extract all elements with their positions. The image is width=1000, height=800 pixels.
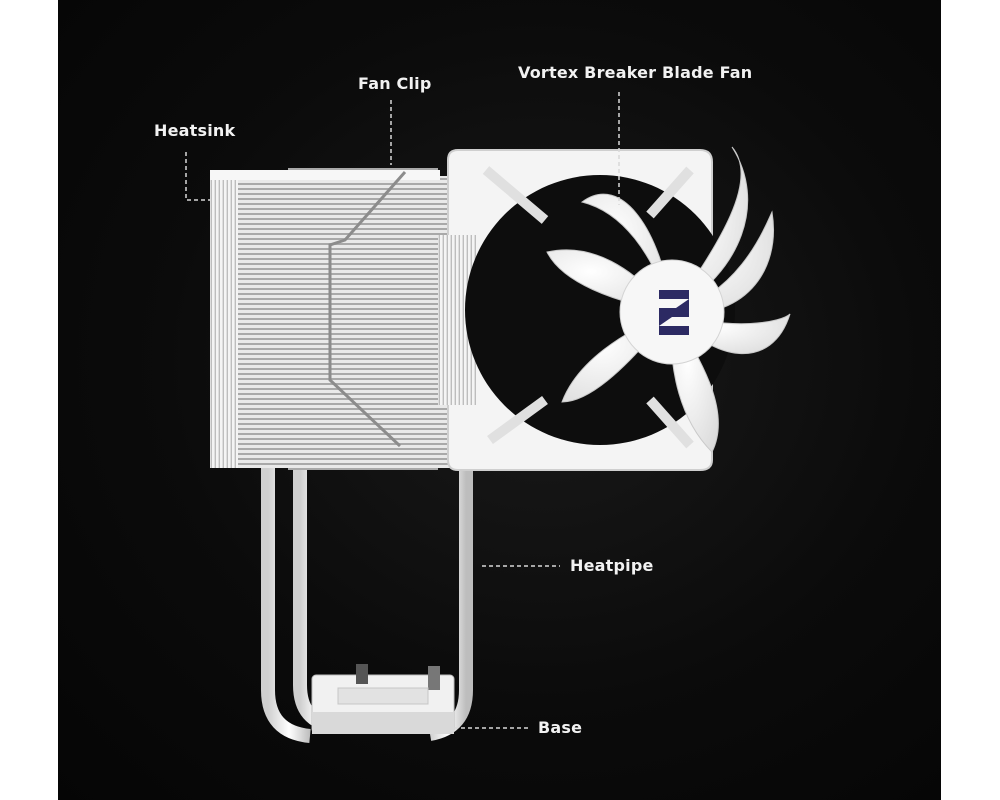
label-base: Base — [538, 718, 583, 737]
cooler-illustration — [185, 92, 791, 743]
brand-logo-icon — [659, 290, 689, 335]
heatpipes — [261, 460, 473, 743]
fan-clip-wire — [328, 171, 407, 448]
base-plate — [311, 664, 455, 734]
fan-hub — [619, 259, 725, 365]
label-heatsink: Heatsink — [154, 121, 236, 140]
leader-heatsink — [185, 152, 210, 201]
leader-lines — [185, 92, 620, 729]
diagram-canvas: Heatsink Fan Clip Vortex Breaker Blade F… — [58, 0, 941, 800]
label-fan: Vortex Breaker Blade Fan — [518, 63, 753, 82]
label-heatpipe: Heatpipe — [570, 556, 654, 575]
label-fan-clip: Fan Clip — [358, 74, 432, 93]
